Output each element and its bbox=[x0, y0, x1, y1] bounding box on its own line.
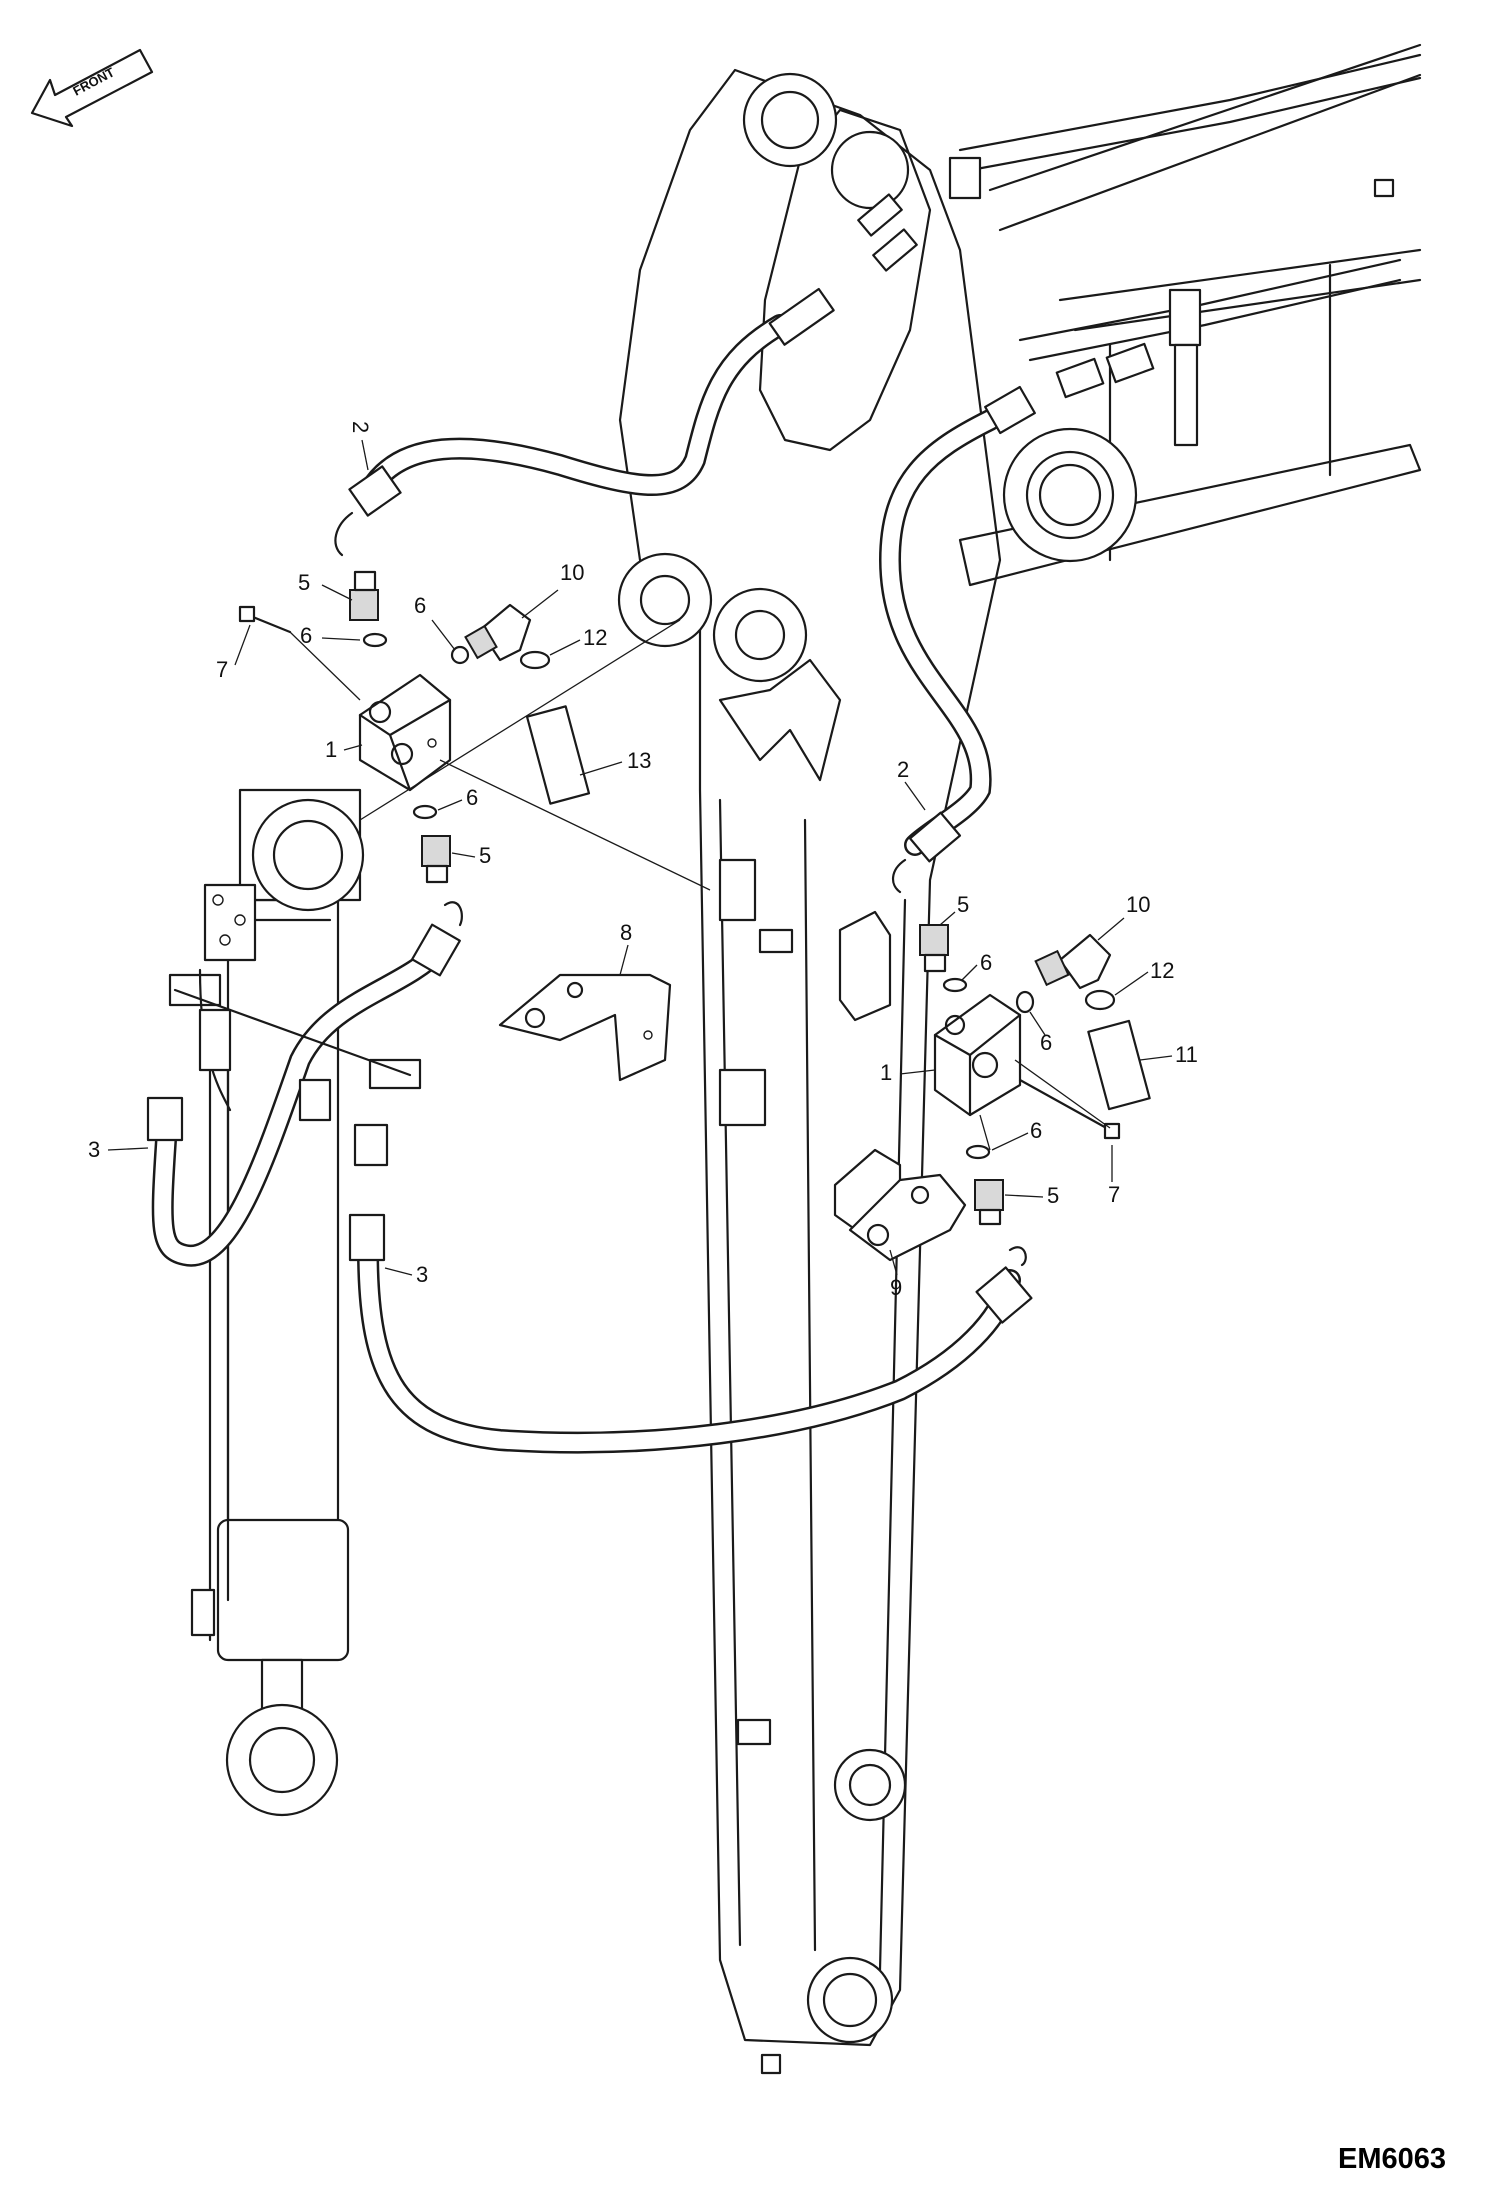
callout-7: 7 bbox=[1108, 1182, 1120, 1207]
callout-13: 13 bbox=[627, 748, 651, 773]
callout-3: 3 bbox=[416, 1262, 428, 1287]
callout-1: 1 bbox=[880, 1060, 892, 1085]
callout-10: 10 bbox=[560, 560, 584, 585]
callout-2: 2 bbox=[897, 757, 909, 782]
right-valve-block bbox=[838, 910, 1151, 1226]
bucket-cylinder bbox=[190, 788, 365, 1817]
left-valve-block bbox=[238, 570, 591, 884]
callout-9: 9 bbox=[890, 1275, 902, 1300]
front-arrow-icon: FRONT bbox=[30, 48, 154, 128]
callout-12: 12 bbox=[583, 625, 607, 650]
arm bbox=[617, 68, 1002, 2075]
callout-6: 6 bbox=[466, 785, 478, 810]
callout-6: 6 bbox=[1040, 1030, 1052, 1055]
callout-5: 5 bbox=[1047, 1183, 1059, 1208]
callout-3: 3 bbox=[88, 1137, 100, 1162]
callout-12: 12 bbox=[1150, 958, 1174, 983]
cylinder-clamp bbox=[168, 968, 422, 1122]
callout-11: 11 bbox=[1175, 1042, 1198, 1067]
hose-2-lower bbox=[878, 342, 1155, 894]
callout-6: 6 bbox=[300, 623, 312, 648]
callout-6: 6 bbox=[980, 950, 992, 975]
bracket-8 bbox=[498, 973, 672, 1082]
callout-6: 6 bbox=[1030, 1118, 1042, 1143]
callout-5: 5 bbox=[957, 892, 969, 917]
callout-5: 5 bbox=[479, 843, 491, 868]
callout-8: 8 bbox=[620, 920, 632, 945]
callout-7: 7 bbox=[216, 657, 228, 682]
hose-3-bottom bbox=[348, 1123, 1033, 1454]
bracket-9 bbox=[833, 1148, 967, 1262]
hose-2-upper bbox=[334, 193, 918, 557]
callout-2: 2 bbox=[348, 421, 373, 433]
callout-6: 6 bbox=[414, 593, 426, 618]
callouts: 5 6 7 1 6 10 12 13 6 5 2 8 3 3 2 5 6 bbox=[88, 421, 1198, 1300]
alignment-lines bbox=[289, 619, 1111, 1151]
callout-5: 5 bbox=[298, 570, 310, 595]
callout-1: 1 bbox=[325, 737, 337, 762]
callout-10: 10 bbox=[1126, 892, 1150, 917]
boom bbox=[948, 43, 1422, 587]
figure-code: EM6063 bbox=[1337, 2143, 1446, 2175]
hose-3-left bbox=[146, 901, 463, 1267]
